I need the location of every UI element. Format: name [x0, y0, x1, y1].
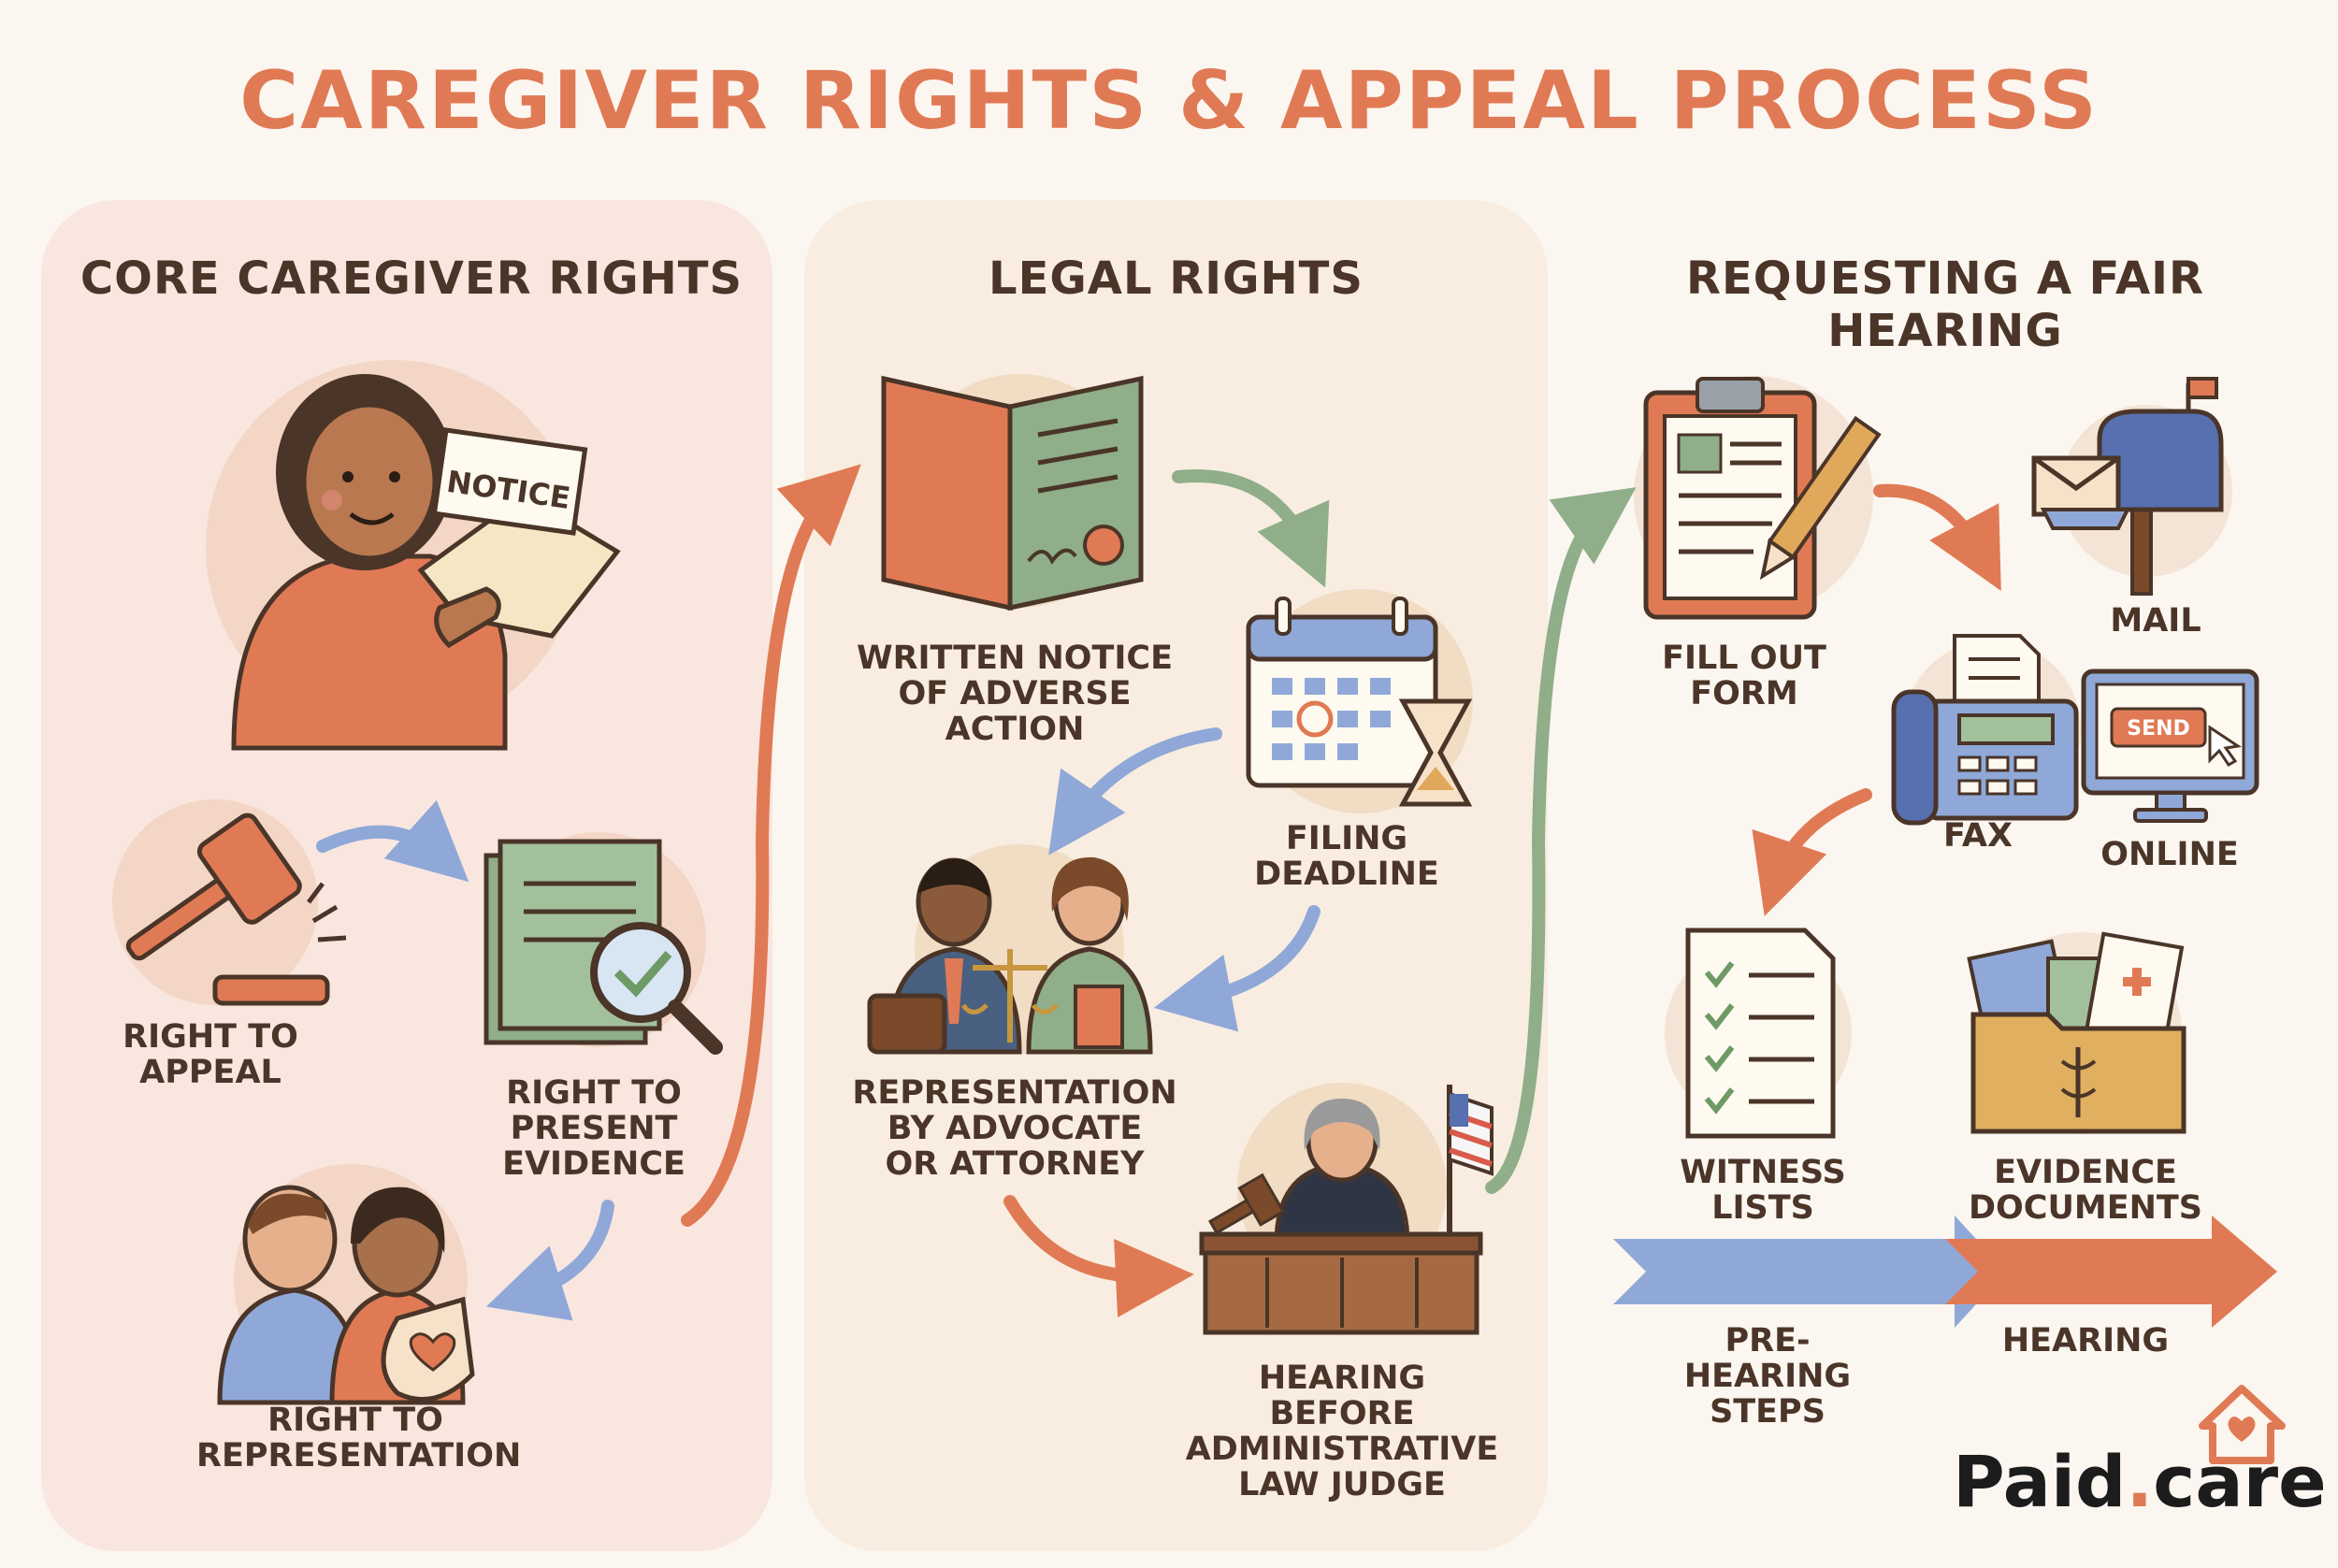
logo-suffix: care — [2153, 1440, 2327, 1523]
arrow-deadline-to-advocate — [1153, 905, 1321, 1032]
page-title: CAREGIVER RIGHTS & APPEAL PROCESS — [239, 54, 2099, 148]
gavel-icon — [112, 799, 347, 1006]
caregiver-face — [301, 402, 438, 561]
label-hearing-before-judge: HEARING BEFORE ADMINISTRATIVE LAW JUDGE — [1185, 1359, 1499, 1503]
advocate-attorney-icon — [867, 844, 1153, 1055]
label-written-notice: WRITTEN NOTICE OF ADVERSE ACTION — [856, 640, 1174, 748]
brand-logo: Paid.care — [1953, 1440, 2327, 1523]
section-title-fair-hearing: REQUESTING A FAIR HEARING — [1686, 252, 2204, 357]
logo-brand: Paid — [1953, 1440, 2127, 1523]
online-monitor-icon: SEND — [2081, 669, 2259, 823]
fax-machine-icon — [1891, 634, 2081, 826]
eye-right — [389, 471, 400, 482]
clipboard-form-icon — [1634, 376, 1882, 620]
label-filing-deadline: FILING DEADLINE — [1254, 820, 1439, 893]
notice-paper — [431, 427, 588, 536]
label-fax: FAX — [1943, 817, 2013, 855]
evidence-folder-icon — [1967, 931, 2186, 1134]
hearing-arrow — [1945, 1216, 2277, 1328]
caregiver-hand — [434, 586, 501, 649]
arrow-fax-to-witness — [1752, 788, 1872, 916]
label-right-to-appeal: RIGHT TO APPEAL — [123, 1018, 298, 1091]
calendar-hourglass-icon — [1246, 589, 1473, 813]
cheek — [322, 490, 342, 511]
judge-icon — [1199, 1083, 1494, 1335]
arrow-evidence-to-representation — [485, 1200, 614, 1321]
arrow-advocate-to-hearing — [1003, 1195, 1194, 1317]
section-title-core-rights: CORE CAREGIVER RIGHTS — [79, 252, 743, 305]
label-right-to-representation: RIGHT TO REPRESENTATION — [196, 1402, 522, 1474]
smile — [349, 511, 395, 525]
label-online: ONLINE — [2100, 836, 2239, 873]
representation-people-icon — [217, 1164, 475, 1405]
send-text: SEND — [2127, 717, 2190, 741]
caregiver-notice-illustration: NOTICE — [206, 360, 621, 751]
label-mail: MAIL — [2110, 602, 2201, 640]
mailbox-icon — [2031, 377, 2232, 596]
timeline-arrows — [1613, 1216, 2277, 1328]
arrow-section1-to-section2 — [681, 464, 861, 1227]
eye-left — [342, 471, 354, 482]
arrow-appeal-to-evidence — [316, 799, 469, 883]
arrow-notice-to-deadline — [1172, 469, 1330, 588]
label-representation-advocate: REPRESENTATION BY ADVOCATE OR ATTORNEY — [852, 1074, 1177, 1183]
label-fill-out-form: FILL OUT FORM — [1662, 640, 1826, 712]
label-witness-lists: WITNESS LISTS — [1680, 1154, 1846, 1227]
send-button-icon — [2110, 707, 2207, 748]
label-evidence-documents: EVIDENCE DOCUMENTS — [1968, 1154, 2203, 1227]
written-notice-book-icon — [881, 374, 1144, 611]
arrow-form-to-mail — [1873, 483, 2001, 592]
evidence-magnifier-icon — [483, 832, 723, 1055]
section-title-legal-rights: LEGAL RIGHTS — [989, 252, 1364, 305]
arrow-deadline-to-representation — [1048, 727, 1222, 856]
house-heart-icon — [2199, 1385, 2286, 1464]
pre-hearing-arrow — [1613, 1216, 2006, 1328]
witness-checklist-icon — [1665, 928, 1852, 1139]
label-pre-hearing-steps: PRE-HEARING STEPS — [1683, 1322, 1852, 1431]
label-hearing: HEARING — [2001, 1322, 2170, 1359]
label-right-to-present-evidence: RIGHT TO PRESENT EVIDENCE — [502, 1074, 686, 1183]
arrow-section2-to-section3 — [1485, 487, 1637, 1194]
logo-dot: . — [2126, 1440, 2154, 1523]
